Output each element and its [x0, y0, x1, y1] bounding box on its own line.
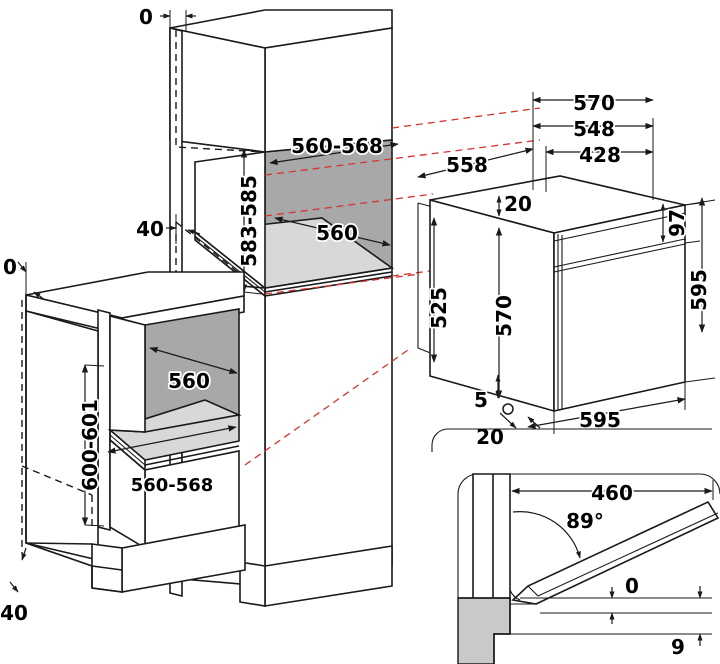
dim-oven-548: 548 — [532, 115, 654, 143]
dim-tall-side-gap: 40 — [134, 214, 201, 244]
dim-label-door-9: 9 — [671, 635, 685, 659]
door-detail-door-panel — [511, 500, 720, 605]
base-cabinet-outer-outline — [25, 295, 93, 588]
dim-label-tall-niche-height: 583-585 — [237, 175, 261, 267]
dim-label-tall-side-gap: 40 — [136, 217, 164, 241]
base-hidden-lip — [109, 439, 146, 471]
dim-label-oven-570-top: 570 — [573, 91, 615, 115]
dim-oven-595-height: 595 — [684, 197, 716, 383]
dim-label-oven-20-top: 20 — [504, 192, 532, 216]
dim-label-oven-595-height: 595 — [687, 269, 711, 311]
projection-line-base — [244, 349, 409, 466]
view-base-cabinet: 0 560 560-568 600-601 40 — [0, 253, 246, 627]
dim-door-9: 9 — [510, 633, 712, 661]
tall-niche-lip-line — [194, 235, 266, 293]
door-detail-hinge-arc — [509, 589, 521, 601]
projection-line-mid — [264, 193, 434, 217]
dim-label-base-plinth: 40 — [0, 601, 28, 625]
dim-oven-570-height: 570 — [490, 227, 518, 399]
projection-line-top — [391, 107, 541, 129]
dim-door-angle: 89° — [512, 507, 606, 559]
oven-foot-marker — [502, 403, 514, 415]
dim-tall-top-gap: 0 — [137, 3, 196, 32]
dim-label-tall-niche-rear: 560 — [316, 221, 358, 245]
oven-control-panel-line-3 — [553, 243, 686, 273]
projection-line-upper — [264, 139, 541, 176]
dim-oven-5: 5 — [472, 374, 501, 414]
door-detail-cabinet-front — [472, 473, 511, 601]
projection-line-lower — [264, 273, 421, 295]
dim-oven-97: 97 — [660, 202, 701, 244]
dim-label-base-top-gap: 0 — [3, 255, 17, 279]
base-plinth-edges — [91, 565, 123, 593]
tall-hidden-rear-top — [175, 30, 266, 153]
dim-label-oven-548: 548 — [573, 117, 615, 141]
dim-base-top-gap: 0 — [1, 253, 46, 301]
dim-oven-428: 428 — [545, 141, 654, 192]
dim-label-door-460: 460 — [591, 481, 633, 505]
dim-tall-niche-height: 583-585 — [235, 149, 263, 295]
dim-base-niche-height: 600-601 — [76, 364, 105, 527]
dim-door-460: 460 — [509, 474, 714, 507]
view-oven-body: 570 548 428 558 20 525 — [417, 89, 716, 451]
dim-label-oven-97: 97 — [665, 209, 689, 237]
dim-base-plinth: 40 — [0, 547, 30, 627]
dim-label-oven-525: 525 — [427, 287, 451, 329]
oven-door-left-edge — [557, 234, 563, 410]
dim-label-tall-top-gap: 0 — [139, 5, 153, 29]
projection-line-front — [391, 270, 431, 277]
door-detail-door-inner-line — [527, 512, 719, 597]
dim-label-door-0: 0 — [625, 574, 639, 598]
dim-oven-20-top: 20 — [496, 190, 534, 218]
tall-cabinet-upper-left — [169, 27, 266, 153]
dim-tall-niche-width: 560-568 — [269, 132, 399, 166]
dim-label-oven-5: 5 — [474, 388, 488, 412]
base-niche-left-return — [109, 314, 146, 433]
projection-lines — [244, 107, 541, 466]
dim-tall-niche-rear: 560 — [274, 216, 391, 247]
base-cabinet-outer-bottom — [25, 542, 93, 545]
oven-control-panel-line-2 — [553, 238, 686, 268]
dim-label-oven-595-width: 595 — [579, 408, 621, 432]
dim-oven-525: 525 — [425, 217, 453, 363]
dim-label-oven-428: 428 — [579, 143, 621, 167]
tall-cabinet-plinth-left — [239, 561, 266, 607]
dim-base-niche-rear: 560 — [149, 347, 238, 395]
tall-cabinet-lower-front — [264, 267, 393, 587]
dim-label-base-niche-rear: 560 — [168, 369, 210, 393]
dim-label-base-niche-height: 600-601 — [78, 399, 102, 491]
door-detail-plinth-outline — [493, 598, 511, 664]
dim-door-0: 0 — [520, 572, 712, 624]
dim-base-niche-front: 560-568 — [107, 425, 237, 498]
dim-label-tall-niche-width: 560-568 — [291, 134, 383, 158]
view-door-detail: 460 89° 0 9 — [431, 428, 720, 664]
dim-label-oven-558: 558 — [446, 153, 488, 177]
dim-label-base-niche-front: 560-568 — [131, 475, 214, 496]
door-detail-frame-outer — [431, 428, 712, 452]
dim-label-oven-570-height: 570 — [492, 295, 516, 337]
base-hidden-rear-floor — [21, 465, 93, 530]
dim-oven-570-top: 570 — [532, 89, 654, 200]
dim-oven-558: 558 — [417, 147, 534, 179]
dim-label-door-angle: 89° — [566, 509, 604, 533]
tall-hidden-floor-edge — [194, 239, 266, 297]
